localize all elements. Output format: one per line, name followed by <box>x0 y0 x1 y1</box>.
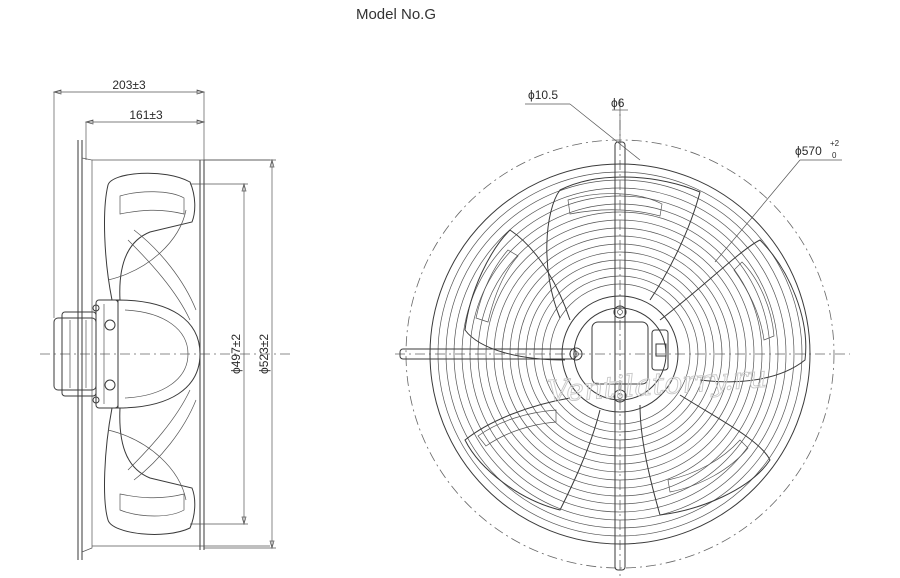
overall-depth-label: 203±3 <box>112 78 146 92</box>
mount-diameter-label: ϕ570 <box>795 144 822 158</box>
hole-diameter-label: ϕ10.5 <box>528 88 558 102</box>
front-view: ϕ10.5 ϕ6 ϕ570 +2 0 <box>395 88 850 578</box>
rod-diameter-label: ϕ6 <box>611 96 625 110</box>
mount-tol-lower-label: 0 <box>832 151 837 160</box>
watermark-text: Ventilatorry.ru <box>546 360 768 410</box>
mount-tol-upper-label: +2 <box>830 139 840 148</box>
blade-diameter-label: ϕ497±2 <box>229 334 243 374</box>
blade-depth-label: 161±3 <box>129 108 163 122</box>
drawing-title: Model No.G <box>355 6 437 23</box>
guard-rings <box>429 163 811 545</box>
side-view: 203±3 161±3 ϕ497±2 ϕ523±2 <box>40 78 290 560</box>
guard-diameter-label: ϕ523±2 <box>257 334 271 374</box>
fan-blades <box>464 176 807 516</box>
